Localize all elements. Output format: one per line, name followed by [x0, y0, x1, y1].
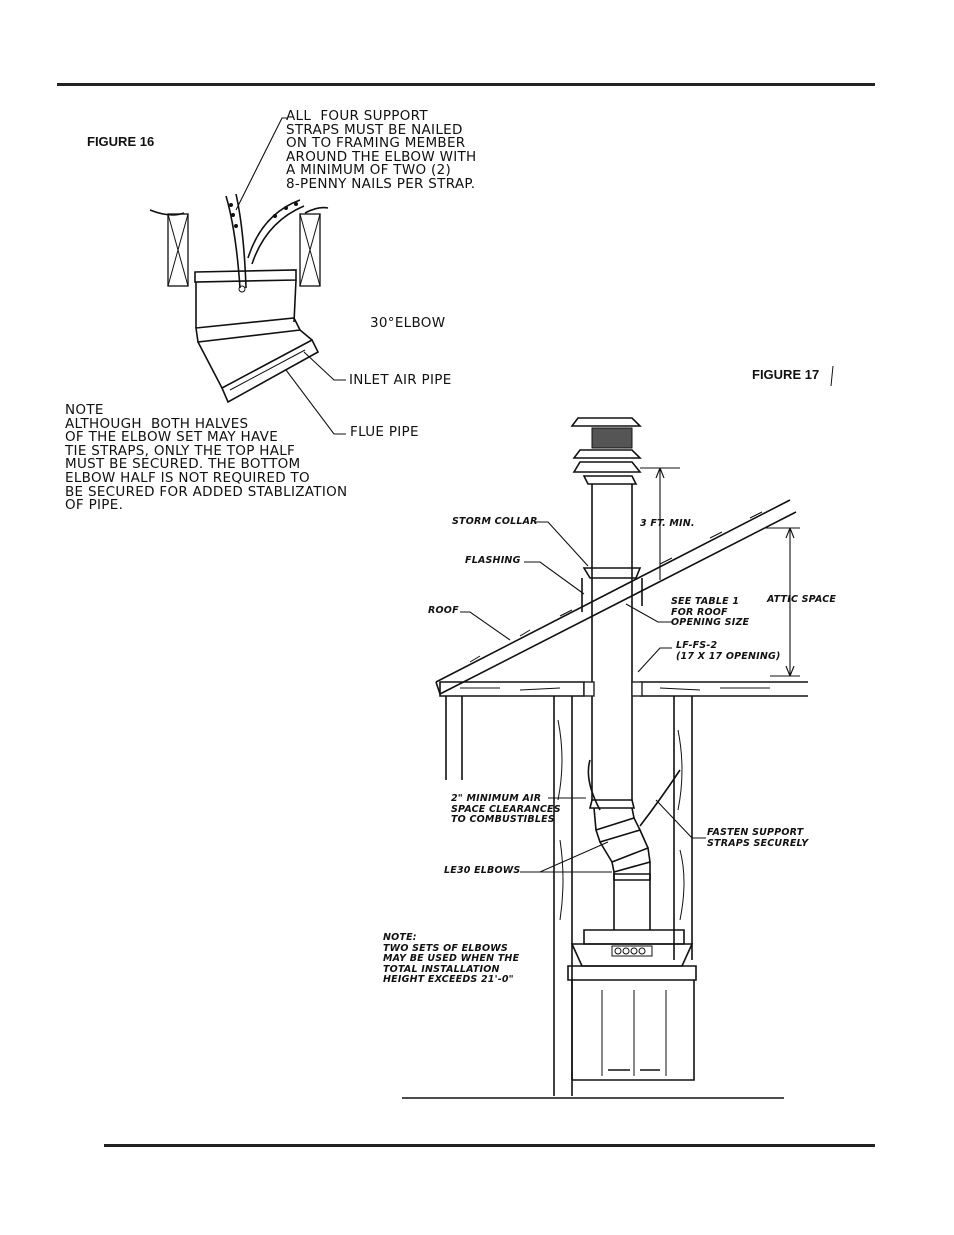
fasten-straps-label: FASTEN SUPPORT STRAPS SECURELY — [707, 827, 809, 849]
figure-16-note: NOTE ALTHOUGH BOTH HALVES OF THE ELBOW S… — [65, 402, 348, 514]
flue-pipe-label: FLUE PIPE — [350, 424, 419, 440]
straps-note: ALL FOUR SUPPORT STRAPS MUST BE NAILED O… — [286, 108, 477, 192]
bottom-rule — [104, 1144, 875, 1147]
roof-label: ROOF — [428, 605, 459, 616]
inlet-air-pipe-label: INLET AIR PIPE — [349, 372, 452, 388]
see-table-label: SEE TABLE 1 FOR ROOF OPENING SIZE — [671, 596, 750, 628]
lf-fs-label: LF-FS-2 (17 X 17 OPENING) — [676, 640, 781, 662]
air-space-label: 2" MINIMUM AIR SPACE CLEARANCES TO COMBU… — [451, 793, 561, 825]
elbow-label: 30°ELBOW — [370, 315, 446, 331]
top-rule — [57, 83, 875, 86]
flashing-label: FLASHING — [465, 555, 521, 566]
figure-16-label: FIGURE 16 — [87, 134, 155, 149]
figure-17-note: NOTE: TWO SETS OF ELBOWS MAY BE USED WHE… — [383, 932, 520, 985]
le30-elbows-label: LE30 ELBOWS — [444, 865, 521, 876]
figure-17-label: FIGURE 17 — [752, 367, 820, 382]
attic-space-label: ATTIC SPACE — [767, 594, 837, 605]
three-ft-min-label: 3 FT. MIN. — [640, 518, 695, 529]
storm-collar-label: STORM COLLAR — [452, 516, 538, 527]
